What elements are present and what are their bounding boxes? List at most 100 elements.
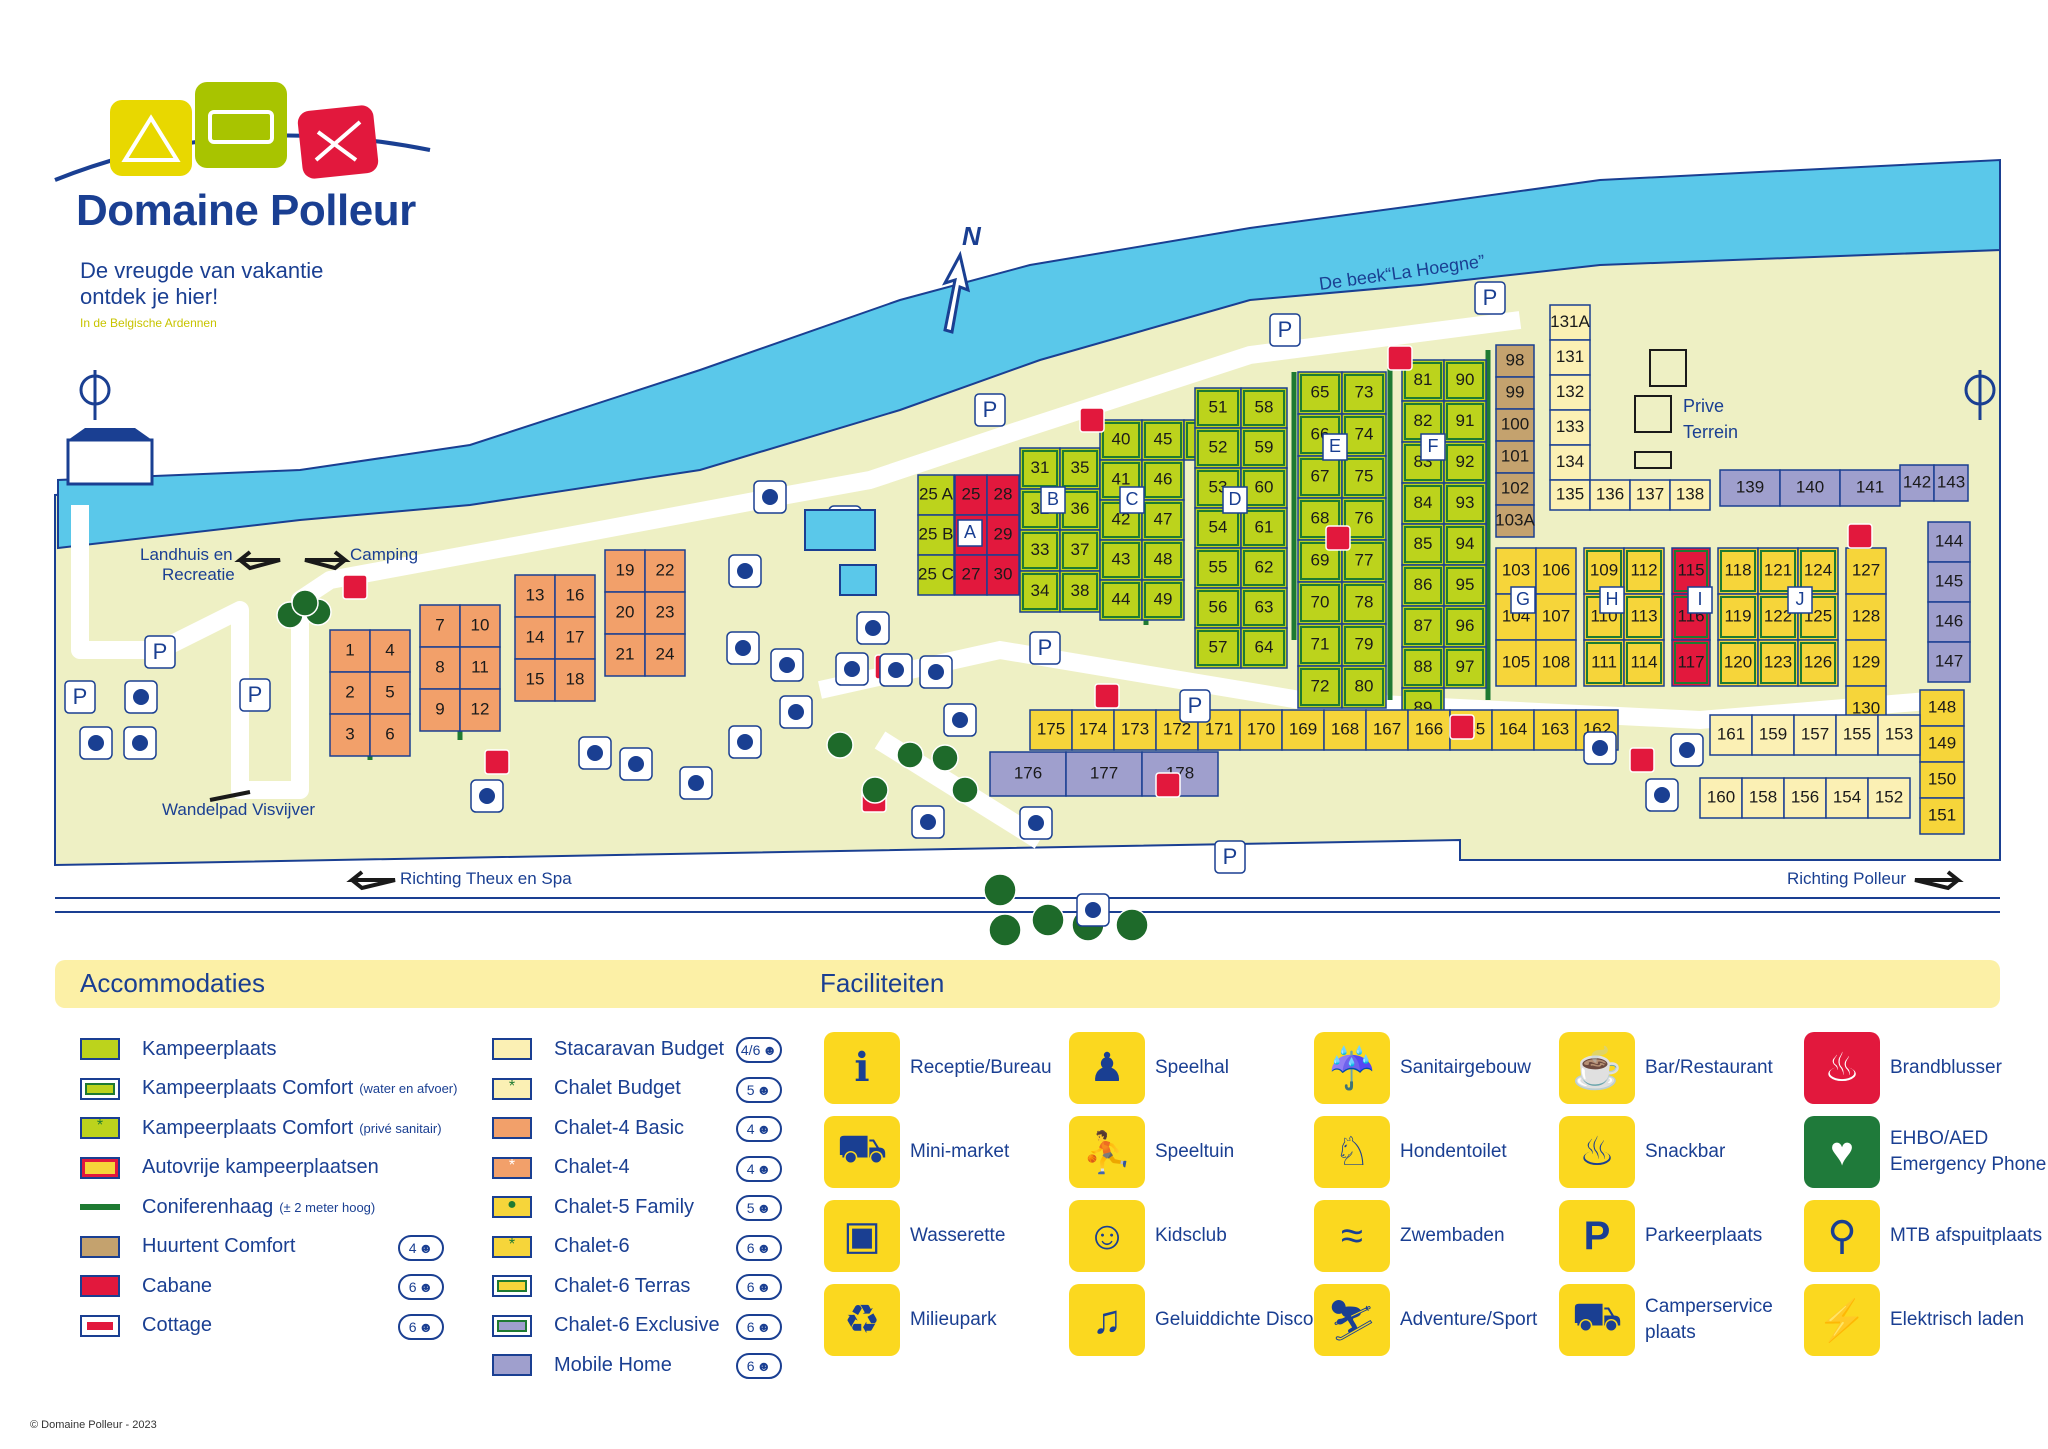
plot-69[interactable]: 69	[1297, 539, 1343, 583]
plot-92[interactable]: 92	[1443, 441, 1487, 484]
plot-30[interactable]: 30	[986, 554, 1020, 596]
fire-extinguisher-icon[interactable]	[484, 749, 510, 775]
parking-icon[interactable]: P	[64, 680, 96, 714]
plot-79[interactable]: 79	[1341, 623, 1387, 667]
playground-icon[interactable]	[856, 611, 890, 645]
plot-161[interactable]: 161	[1709, 714, 1753, 756]
fire-extinguisher-icon[interactable]	[1387, 345, 1413, 371]
plot-63[interactable]: 63	[1240, 587, 1288, 629]
plot-155[interactable]: 155	[1835, 714, 1879, 756]
plot-141[interactable]: 141	[1839, 469, 1901, 507]
plot-59[interactable]: 59	[1240, 427, 1288, 469]
plot-99[interactable]: 99	[1495, 376, 1535, 410]
plot-61[interactable]: 61	[1240, 507, 1288, 549]
plot-95[interactable]: 95	[1443, 564, 1487, 607]
plot-48[interactable]: 48	[1141, 539, 1185, 581]
plot-24[interactable]: 24	[644, 633, 686, 677]
plot-7[interactable]: 7	[419, 604, 461, 648]
plot-142[interactable]: 142	[1899, 464, 1935, 502]
plot-85[interactable]: 85	[1401, 523, 1445, 566]
plot-157[interactable]: 157	[1793, 714, 1837, 756]
shower-icon[interactable]	[124, 680, 158, 714]
plot-33[interactable]: 33	[1019, 529, 1061, 572]
plot-37[interactable]: 37	[1059, 529, 1101, 572]
plot-8[interactable]: 8	[419, 646, 461, 690]
parking-icon[interactable]: P	[1269, 313, 1301, 347]
plot-15[interactable]: 15	[514, 658, 556, 702]
plot-126[interactable]: 126	[1797, 639, 1839, 687]
plot-151[interactable]: 151	[1919, 797, 1965, 835]
playground-icon[interactable]	[79, 726, 113, 760]
plot-123[interactable]: 123	[1757, 639, 1799, 687]
restaurant-icon[interactable]	[779, 695, 813, 729]
plot-90[interactable]: 90	[1443, 359, 1487, 402]
plot-54[interactable]: 54	[1194, 507, 1242, 549]
plot-84[interactable]: 84	[1401, 482, 1445, 525]
plot-149[interactable]: 149	[1919, 725, 1965, 763]
plot-5[interactable]: 5	[369, 671, 411, 715]
plot-175[interactable]: 175	[1029, 709, 1073, 751]
plot-127[interactable]: 127	[1845, 547, 1887, 595]
plot-139[interactable]: 139	[1719, 469, 1781, 507]
plot-70[interactable]: 70	[1297, 581, 1343, 625]
plot-73[interactable]: 73	[1341, 371, 1387, 415]
plot-19[interactable]: 19	[604, 549, 646, 593]
plot-158[interactable]: 158	[1741, 777, 1785, 819]
aed-heart-icon[interactable]	[726, 631, 760, 665]
plot-159[interactable]: 159	[1751, 714, 1795, 756]
plot-29[interactable]: 29	[986, 514, 1020, 556]
parking-icon[interactable]: P	[144, 635, 176, 669]
plot-65[interactable]: 65	[1297, 371, 1343, 415]
plot-102[interactable]: 102	[1495, 472, 1535, 506]
fire-extinguisher-icon[interactable]	[1079, 407, 1105, 433]
fire-extinguisher-icon[interactable]	[1155, 772, 1181, 798]
parking-icon[interactable]: P	[1474, 281, 1506, 315]
ev-charging-icon[interactable]	[1019, 806, 1053, 840]
plot-62[interactable]: 62	[1240, 547, 1288, 589]
plot-173[interactable]: 173	[1113, 709, 1157, 751]
plot-52[interactable]: 52	[1194, 427, 1242, 469]
info-icon[interactable]	[770, 648, 804, 682]
plot-47[interactable]: 47	[1141, 499, 1185, 541]
snackbar-icon[interactable]	[728, 725, 762, 759]
plot-91[interactable]: 91	[1443, 400, 1487, 443]
ev-charging-icon[interactable]	[753, 480, 787, 514]
plot-74[interactable]: 74	[1341, 413, 1387, 457]
plot-60[interactable]: 60	[1240, 467, 1288, 509]
plot-100[interactable]: 100	[1495, 408, 1535, 442]
plot-133[interactable]: 133	[1549, 409, 1591, 446]
plot-25b[interactable]: 25 B	[917, 514, 955, 556]
plot-118[interactable]: 118	[1717, 547, 1759, 595]
plot-44[interactable]: 44	[1099, 579, 1143, 621]
plot-167[interactable]: 167	[1365, 709, 1409, 751]
shower-icon[interactable]	[1645, 778, 1679, 812]
plot-119[interactable]: 119	[1717, 593, 1759, 641]
plot-176[interactable]: 176	[989, 751, 1067, 797]
washing-machine-icon[interactable]	[835, 652, 869, 686]
plot-25[interactable]: 25	[954, 474, 988, 516]
plot-112[interactable]: 112	[1623, 547, 1665, 595]
plot-72[interactable]: 72	[1297, 665, 1343, 709]
playground-icon[interactable]	[919, 655, 953, 689]
plot-132[interactable]: 132	[1549, 374, 1591, 411]
plot-56[interactable]: 56	[1194, 587, 1242, 629]
plot-94[interactable]: 94	[1443, 523, 1487, 566]
plot-9[interactable]: 9	[419, 688, 461, 732]
plot-97[interactable]: 97	[1443, 646, 1487, 689]
fire-extinguisher-icon[interactable]	[1847, 523, 1873, 549]
plot-156[interactable]: 156	[1783, 777, 1827, 819]
plot-128[interactable]: 128	[1845, 593, 1887, 641]
plot-131a[interactable]: 131A	[1549, 304, 1591, 341]
plot-120[interactable]: 120	[1717, 639, 1759, 687]
plot-49[interactable]: 49	[1141, 579, 1185, 621]
plot-93[interactable]: 93	[1443, 482, 1487, 525]
plot-140[interactable]: 140	[1779, 469, 1841, 507]
plot-153[interactable]: 153	[1877, 714, 1921, 756]
plot-164[interactable]: 164	[1491, 709, 1535, 751]
parking-icon[interactable]: P	[239, 678, 271, 712]
plot-82[interactable]: 82	[1401, 400, 1445, 443]
plot-80[interactable]: 80	[1341, 665, 1387, 709]
plot-78[interactable]: 78	[1341, 581, 1387, 625]
plot-134[interactable]: 134	[1549, 444, 1591, 481]
fire-extinguisher-icon[interactable]	[1094, 683, 1120, 709]
